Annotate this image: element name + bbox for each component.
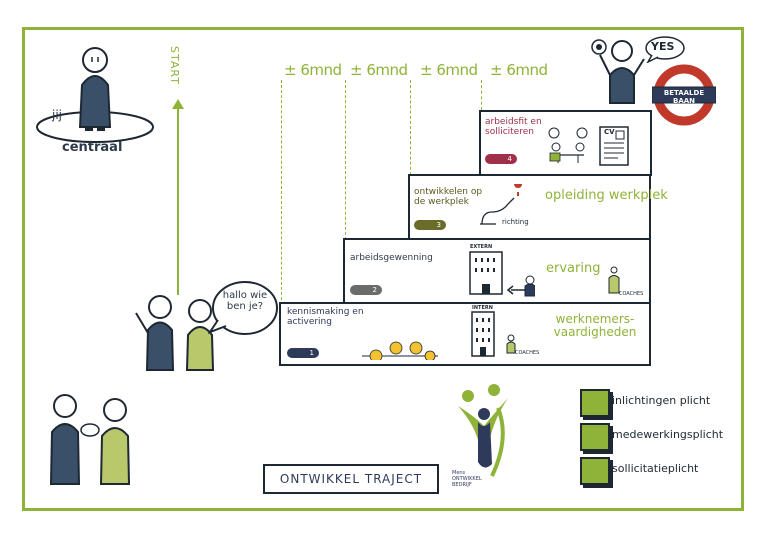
- duration-label-1: ± 6mnd: [284, 61, 342, 79]
- step-1-box: [279, 302, 651, 366]
- logo-line-1: Mens: [452, 470, 466, 476]
- duration-label-3: ± 6mnd: [420, 61, 478, 79]
- coach-figure-icon: [506, 334, 516, 354]
- step-2-coaches: COACHES: [619, 291, 644, 297]
- betaalde-baan-sign-icon: [652, 64, 716, 126]
- person-centraal-icon: [36, 47, 154, 143]
- cv-document-icon: [599, 126, 629, 166]
- speech-text: hallo wie ben je?: [222, 290, 268, 312]
- duration-label-4: ± 6mnd: [490, 61, 548, 79]
- poster-frame: [22, 27, 744, 511]
- duration-line-3: [410, 80, 411, 180]
- direction-pin-icon: [480, 184, 523, 225]
- extern-building-icon: [469, 251, 503, 295]
- intern-label: INTERN: [472, 305, 493, 311]
- speech-bubble-icon: [208, 281, 278, 335]
- logo-text: Mens ONTWIKKEL BEDRIJF: [452, 470, 482, 488]
- step-1-title: kennismaking en activering: [287, 307, 364, 327]
- duration-label-2: ± 6mnd: [350, 61, 408, 79]
- start-arrow-icon: [172, 99, 184, 295]
- step-2-green-label: ervaring: [546, 261, 601, 276]
- intern-building-icon: [471, 311, 495, 357]
- step-1-coaches: COACHES: [515, 350, 540, 356]
- logo-line-2: ONTWIKKEL: [452, 476, 482, 482]
- interview-table-icon: [548, 127, 588, 163]
- yes-speech-bubble-icon: [645, 36, 685, 63]
- step-3-box: [408, 174, 651, 240]
- legend-label-2: medewerkingsplicht: [612, 428, 724, 441]
- mens-ontwikkel-bedrijf-logo-icon: [458, 384, 508, 477]
- jij-label: jij: [52, 108, 63, 122]
- duration-line-4: [481, 80, 482, 110]
- centraal-label: centraal: [62, 140, 123, 155]
- duration-line-2: [345, 80, 346, 240]
- extern-label: EXTERN: [470, 244, 493, 250]
- legend-box-3: [580, 457, 610, 485]
- step-1-number-badge: 1: [287, 348, 319, 358]
- logo-line-3: BEDRIJF: [452, 482, 472, 488]
- start-label: START: [168, 46, 181, 85]
- step-1-green-label: werknemers- vaardigheden: [553, 312, 637, 339]
- step-3-number-badge: 3: [414, 220, 446, 230]
- legend-box-1: [580, 389, 610, 417]
- step-2-number-badge: 2: [350, 285, 382, 295]
- step-4-number-badge: 4: [485, 154, 517, 164]
- step-3-green-label: opleiding werkplek: [545, 188, 668, 203]
- coach-figure-icon: [608, 266, 620, 294]
- sun-path-icon: [362, 341, 438, 360]
- step-4-title: arbeidsfit en solliciteren: [485, 117, 542, 137]
- richting-label: richting: [502, 218, 529, 226]
- step-3-title: ontwikkelen op de werkplek: [414, 187, 483, 207]
- yes-label: YES: [651, 40, 675, 53]
- money-exchange-people-icon: [49, 394, 131, 485]
- step-2-title: arbeidsgewenning: [350, 253, 433, 263]
- ontwikkel-traject-button[interactable]: ONTWIKKEL TRAJECT: [263, 464, 439, 494]
- two-people-talking-icon: [135, 295, 215, 371]
- duration-line-1: [281, 80, 282, 305]
- celebrating-person-icon: [591, 39, 645, 104]
- legend-label-3: sollicitatieplicht: [612, 462, 699, 475]
- cv-label: CV: [604, 128, 615, 136]
- betaalde-baan-label: BETAALDE BAAN: [663, 89, 705, 105]
- legend-label-1: inlichtingen plicht: [612, 394, 711, 407]
- arrow-to-person-icon: [506, 275, 535, 297]
- legend-box-2: [580, 423, 610, 451]
